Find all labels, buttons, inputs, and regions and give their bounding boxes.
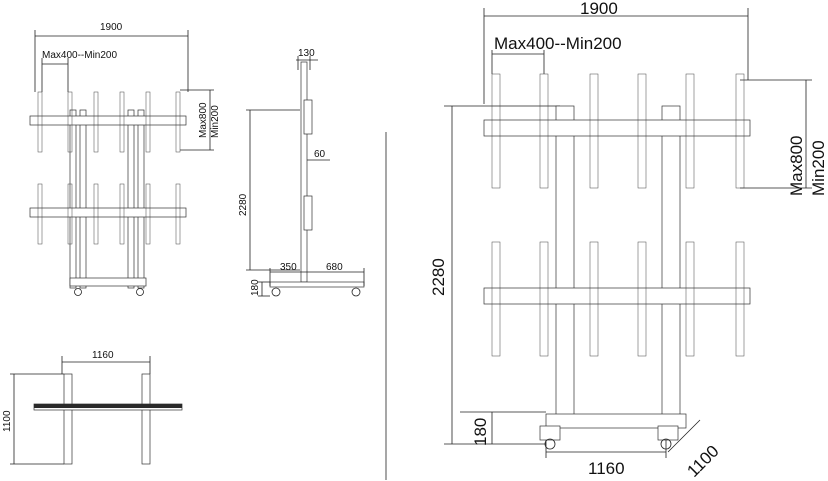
iso-width-label: 1900 xyxy=(580,0,618,18)
front-view-large: 1900 Max400--Min200 Max800 Min200 2280 1… xyxy=(429,0,828,481)
top-view: 1160 1100 xyxy=(2,350,183,465)
front-small-vesa-label: Max400--Min200 xyxy=(42,50,117,61)
front-small-min-label: Min200 xyxy=(210,105,221,138)
iso-height-label: 2280 xyxy=(429,258,448,296)
front-small-max-label: Max800 xyxy=(198,102,209,138)
iso-max-label: Max800 xyxy=(787,136,806,196)
iso-vesa-label: Max400--Min200 xyxy=(494,34,622,53)
iso-base-height-label: 180 xyxy=(471,418,490,446)
top-width-label: 1160 xyxy=(92,350,114,361)
side-depth-top-label: 130 xyxy=(298,48,315,59)
side-base-height-label: 180 xyxy=(250,279,261,296)
iso-base-depth-label: 1100 xyxy=(683,442,722,481)
iso-min-label: Min200 xyxy=(809,140,828,196)
side-base-back-label: 680 xyxy=(326,262,343,273)
side-height-label: 2280 xyxy=(238,193,249,216)
front-small-width-label: 1900 xyxy=(100,22,123,33)
iso-base-width-label: 1160 xyxy=(588,459,625,478)
front-view-small: 1900 Max400--Min200 Max800 Min200 xyxy=(29,22,221,296)
side-offset-label: 60 xyxy=(314,149,326,160)
side-base-front-label: 350 xyxy=(280,262,297,273)
side-view: 130 60 2280 350 680 180 xyxy=(238,48,365,297)
top-depth-label: 1100 xyxy=(2,410,13,432)
